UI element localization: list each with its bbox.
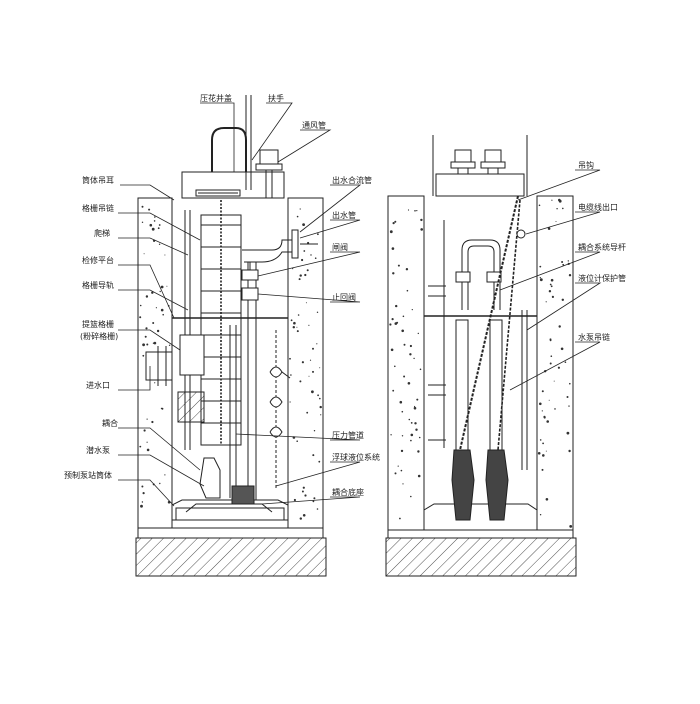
label-pump-chain: 水泵吊链 bbox=[578, 332, 610, 342]
label-grate-chain: 格栅吊链 bbox=[82, 203, 114, 213]
label-ladder: 爬梯 bbox=[94, 228, 110, 238]
cover-right bbox=[432, 135, 528, 197]
right-concrete-wall bbox=[387, 195, 574, 539]
label-basket-grate: 提篮格栅 bbox=[82, 319, 114, 329]
ladder-right bbox=[428, 220, 446, 448]
label-hook: 吊钩 bbox=[578, 160, 594, 170]
handrail-left bbox=[211, 127, 247, 172]
outlet-manifold-right bbox=[455, 239, 502, 310]
submersible-pump-left bbox=[199, 457, 255, 505]
label-cable-outlet: 电缆线出口 bbox=[578, 202, 618, 212]
concrete-texture bbox=[139, 205, 322, 520]
right-section-view bbox=[385, 135, 577, 577]
label-prefab-barrel: 预制泵站筒体 bbox=[64, 470, 112, 480]
label-coupling-guide: 耦合系统导杆 bbox=[578, 242, 626, 252]
labels: 压花井盖 扶手 通风管 筒体吊耳 出水合流管 格栅吊链 出水管 爬梯 闸阀 检修… bbox=[64, 93, 626, 497]
ladder-grate-stack bbox=[200, 200, 242, 446]
label-outlet-pipe: 出水管 bbox=[332, 210, 356, 220]
label-submersible-pump: 潜水泵 bbox=[86, 445, 110, 455]
label-crushing-grate: (粉碎格栅) bbox=[80, 331, 118, 341]
cover-assembly bbox=[181, 171, 285, 199]
basket-grate bbox=[177, 334, 205, 423]
concrete-texture bbox=[389, 198, 573, 528]
label-vent-pipe: 通风管 bbox=[302, 120, 326, 130]
label-grate-rail: 格栅导轨 bbox=[82, 280, 114, 290]
label-platform: 检修平台 bbox=[82, 255, 114, 265]
label-level-meter-pipe: 液位计保护管 bbox=[578, 273, 626, 283]
pump-lifting-chain bbox=[459, 195, 519, 451]
label-check-valve: 止回阀 bbox=[332, 292, 356, 302]
right-foundation-slab bbox=[385, 537, 577, 577]
label-float-level: 浮球液位系统 bbox=[332, 452, 380, 462]
label-gate-valve: 闸阀 bbox=[332, 243, 348, 252]
label-barrel-lug: 筒体吊耳 bbox=[82, 175, 114, 185]
cable-outlet-circle bbox=[516, 229, 526, 239]
label-handrail: 扶手 bbox=[268, 93, 284, 103]
left-section-view bbox=[135, 95, 327, 577]
label-inlet: 进水口 bbox=[86, 380, 110, 390]
leader-lines bbox=[118, 102, 602, 507]
label-coupling: 耦合 bbox=[102, 418, 118, 428]
label-coupling-base: 耦合底座 bbox=[332, 487, 364, 497]
label-outlet-manifold: 出水合流管 bbox=[332, 175, 372, 185]
submersible-pumps-right bbox=[451, 319, 509, 521]
left-foundation-slab bbox=[135, 537, 327, 577]
outlet-pipe-left bbox=[242, 229, 318, 500]
prefab-barrel-right bbox=[423, 196, 538, 530]
label-pressure-cover: 压花井盖 bbox=[200, 93, 232, 103]
check-valve-left bbox=[241, 287, 259, 301]
gate-valve-left bbox=[241, 261, 259, 281]
label-pressure-pipe: 压力管道 bbox=[332, 430, 364, 440]
float-level-system bbox=[269, 330, 291, 490]
vent-pipe-left bbox=[255, 149, 283, 198]
